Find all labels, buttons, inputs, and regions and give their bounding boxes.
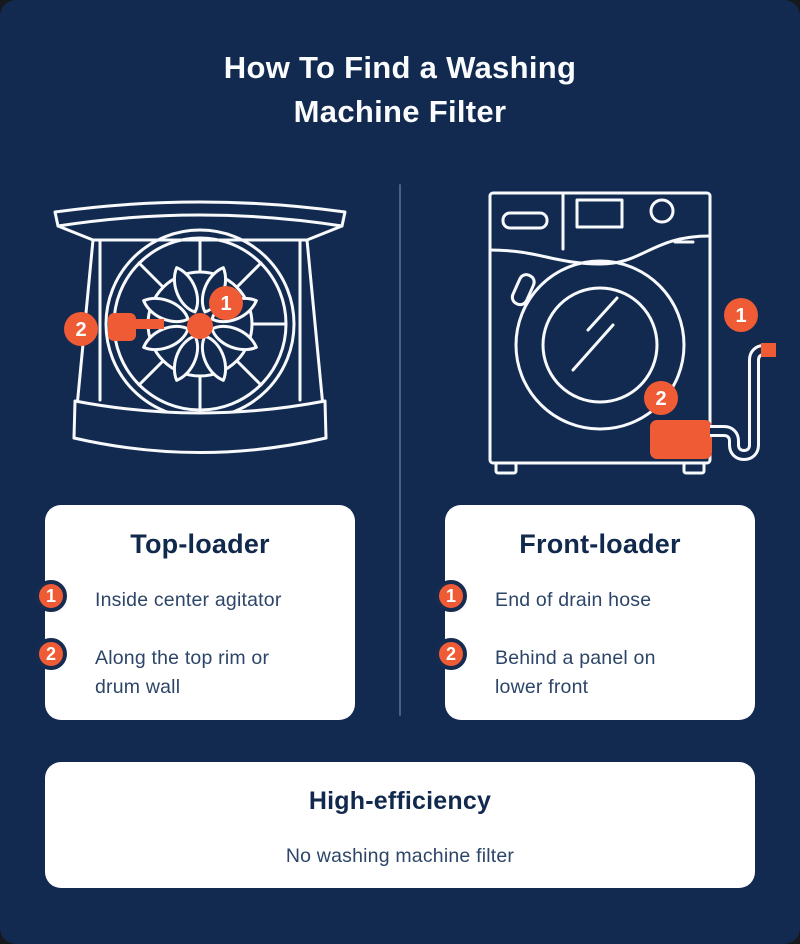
drain-hose-tip xyxy=(761,343,776,357)
glass-reflection xyxy=(586,296,619,332)
card-title: Front-loader xyxy=(519,529,681,559)
marker-2-badge: 2 xyxy=(644,381,678,415)
marker-2-badge: 2 xyxy=(64,312,98,346)
card-text: No washing machine filter xyxy=(285,845,515,867)
front-loader-card: Front-loader 1 End of drain hose 2 Behin… xyxy=(435,505,755,720)
dial-knob xyxy=(649,198,675,224)
page-title-line2: Machine Filter xyxy=(293,94,507,129)
display xyxy=(575,198,624,229)
vertical-divider xyxy=(399,184,401,716)
list-number-badge: 1 xyxy=(435,580,467,612)
list-number-badge: 2 xyxy=(435,638,467,670)
top-loader-card: Top-loader 1 Inside center agitator 2 Al… xyxy=(35,505,355,720)
glass-reflection xyxy=(571,323,615,372)
machine-body xyxy=(488,191,712,465)
list-number-badge: 1 xyxy=(35,580,67,612)
drain-hose xyxy=(710,344,770,461)
door-outer-ring xyxy=(514,259,686,431)
filter-access-panel xyxy=(650,420,712,459)
panel-divider xyxy=(488,234,712,266)
marker-1-badge: 1 xyxy=(724,298,758,332)
svg-text:2: 2 xyxy=(655,388,666,410)
card-title: Top-loader xyxy=(130,529,270,559)
left-foot xyxy=(494,461,518,475)
rim-clip-stem xyxy=(135,319,164,329)
front-loader-illustration: 1 2 xyxy=(488,191,776,475)
door-glass xyxy=(541,286,659,404)
high-efficiency-card: High-efficiency No washing machine filte… xyxy=(45,762,755,888)
right-foot xyxy=(682,461,706,475)
list-item: Inside center agitator xyxy=(95,589,282,611)
page-title-line1: How To Find a Washing xyxy=(223,50,577,85)
detergent-drawer xyxy=(501,211,549,230)
list-item: End of drain hose xyxy=(495,589,652,611)
drum-spokes xyxy=(112,236,288,412)
marker-1-badge: 1 xyxy=(209,286,243,320)
machine-front-band xyxy=(72,399,328,454)
list-number-badge: 2 xyxy=(35,638,67,670)
agitator-center-dot xyxy=(187,313,213,339)
top-loader-illustration: 1 2 xyxy=(53,200,347,454)
top-loader-lid xyxy=(53,200,347,228)
card-title: High-efficiency xyxy=(308,787,492,815)
svg-text:2: 2 xyxy=(75,319,86,341)
rim-clip xyxy=(108,313,136,341)
list-item: Behind a panel on lower front xyxy=(495,647,656,698)
door-handle xyxy=(510,273,536,307)
svg-text:1: 1 xyxy=(735,305,746,327)
svg-text:1: 1 xyxy=(220,293,231,315)
page-title: How To Find a Washing Machine Filter xyxy=(0,46,800,134)
list-item: Along the top rim or drum wall xyxy=(95,647,270,698)
